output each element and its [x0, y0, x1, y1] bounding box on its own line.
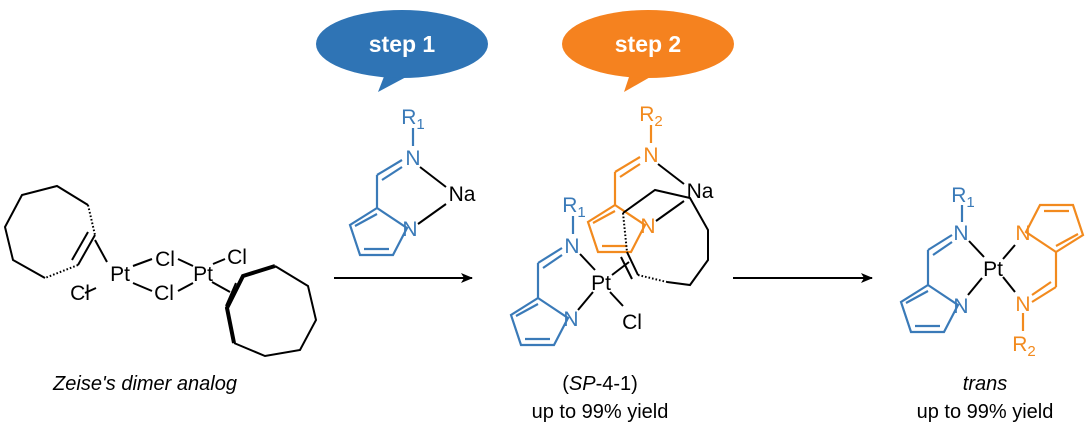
na-atom: Na [449, 183, 476, 206]
cl-bridge-bottom: Cl [154, 282, 174, 305]
r1-label: R1 [562, 194, 586, 221]
step-2-label: step 2 [615, 31, 681, 57]
imine-n-2: N [1015, 293, 1030, 316]
caption-product: trans [963, 373, 1007, 395]
na-atom: Na [687, 180, 714, 203]
pt-atom-2: Pt [193, 263, 213, 286]
pt-atom-1: Pt [110, 263, 130, 286]
pyrrole-n: N [402, 218, 417, 241]
reagent-1-structure: R1 N N Na [348, 106, 476, 257]
step-1-label: step 1 [369, 31, 436, 57]
step-2-bubble: step 2 [562, 10, 734, 92]
cl-terminal-left: Cl [70, 282, 90, 305]
step-1-bubble: step 1 [316, 10, 488, 92]
pyrrole-n: N [640, 215, 655, 238]
imine-n: N [405, 147, 420, 170]
product-structure: R1 N N Pt N N R2 [899, 184, 1085, 360]
cl-atom: Cl [622, 311, 642, 334]
pt-atom: Pt [591, 272, 611, 295]
r1-label: R1 [951, 184, 975, 211]
reagent-2-structure: R2 N N Na [586, 103, 714, 254]
r2-label: R2 [639, 103, 663, 130]
cl-terminal-right: Cl [227, 246, 247, 269]
r1-label: R1 [401, 106, 425, 133]
intermediate-yield: up to 99% yield [532, 401, 669, 423]
caption-intermediate: (SP-4-1) [562, 373, 638, 395]
pyrrole-n-1: N [953, 295, 968, 318]
pyrrole-n-2: N [1015, 222, 1030, 245]
imine-n: N [564, 235, 579, 258]
pt-atom: Pt [983, 258, 1003, 281]
r2-label: R2 [1012, 333, 1036, 360]
product-yield: up to 99% yield [917, 401, 1054, 423]
imine-n: N [643, 144, 658, 167]
pyrrole-n: N [563, 308, 578, 331]
cl-bridge-top: Cl [155, 248, 175, 271]
intermediate-structure: R1 N N Pt Cl [509, 188, 709, 347]
caption-start: Zeise's dimer analog [52, 373, 237, 395]
imine-n-1: N [953, 222, 968, 245]
zeise-dimer-structure: Pt Cl Cl Pt Cl Cl [3, 184, 318, 358]
